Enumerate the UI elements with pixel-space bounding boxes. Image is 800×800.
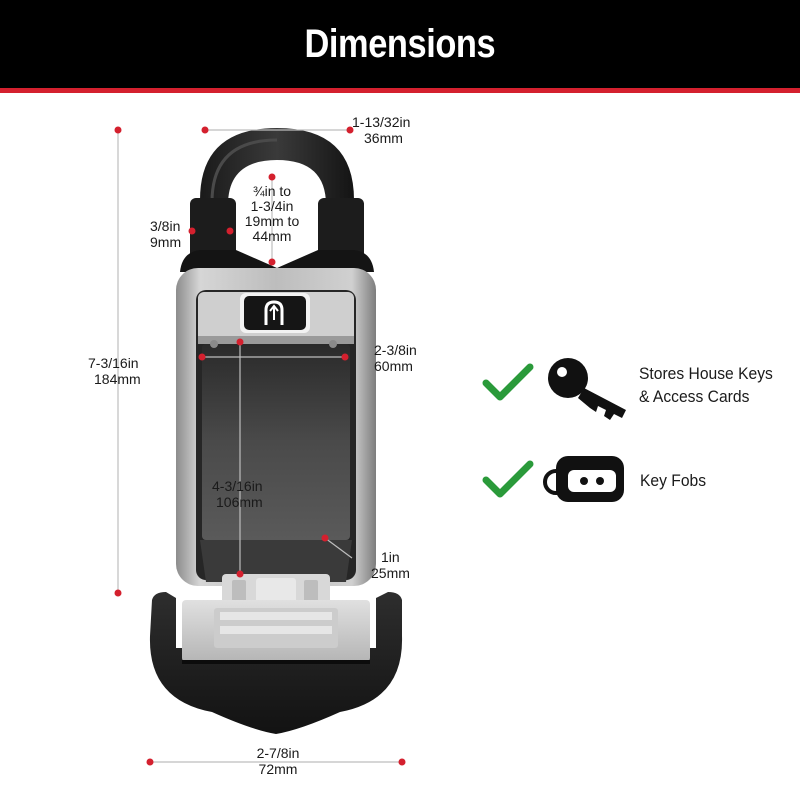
overall-width-label: 2-7/8in 72mm — [256, 745, 300, 777]
feature-key-fobs: Key Fobs — [640, 471, 707, 490]
key-fob-icon — [543, 456, 624, 502]
house-key-icon — [548, 358, 626, 420]
shackle-width-label: 1-13/32in 36mm — [352, 114, 411, 146]
interior-depth-label: 1in 25mm — [371, 549, 410, 581]
shackle — [180, 128, 374, 272]
bottom-cover — [149, 592, 403, 734]
interior-width-label: 2-3/8in 60mm — [374, 342, 417, 374]
header-bar: Dimensions — [0, 0, 800, 88]
interior-height-label: 4-3/16in 106mm — [212, 478, 263, 510]
page-title: Dimensions — [304, 21, 496, 66]
dimension-markers — [114, 126, 406, 766]
check-icon — [482, 363, 534, 401]
shackle-thickness-label: 3/8in 9mm — [150, 218, 182, 250]
feature-house-keys: Stores House Keys & Access Cards — [639, 364, 773, 406]
overall-height-label: 7-3/16in 184mm — [88, 355, 141, 387]
shackle-clearance-label: ¾in to 1-3/4in 19mm to 44mm — [244, 183, 300, 244]
accent-stripe — [0, 88, 800, 93]
check-icon — [482, 460, 534, 498]
lockbox-body — [176, 268, 376, 586]
dimension-lines — [117, 129, 402, 763]
